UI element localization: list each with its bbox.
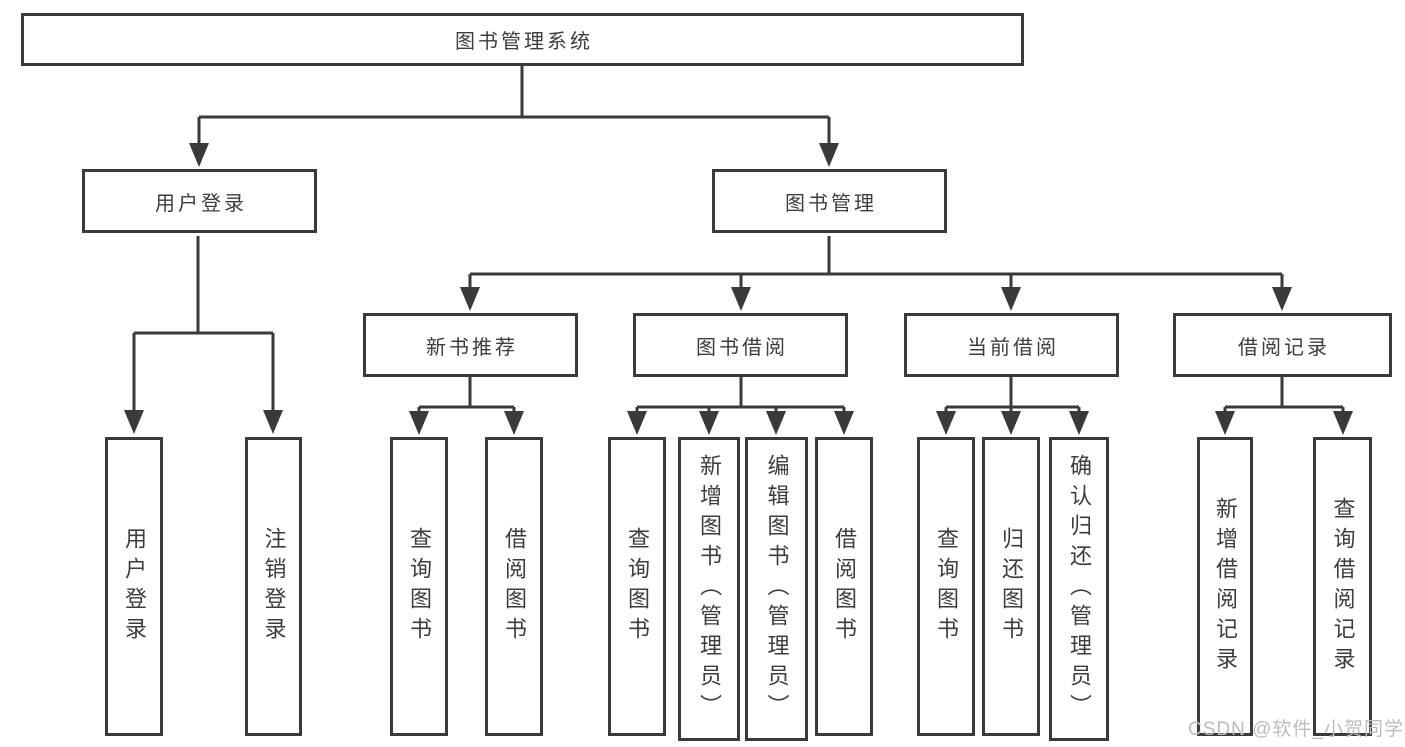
node-borrow-book: 借阅图书 [815, 437, 873, 736]
node-add-book-admin: 新增图书（管理员） [678, 437, 740, 741]
node-library-management-system: 图书管理系统 [21, 13, 1024, 66]
node-query-borrow-record: 查询借阅记录 [1313, 437, 1372, 736]
node-label: 归还图书 [999, 526, 1024, 647]
csdn-watermark: CSDN @软件_小贺同学 [1188, 719, 1404, 740]
connector-lines [132, 66, 1345, 418]
node-add-borrow-record: 新增借阅记录 [1197, 437, 1253, 736]
node-label: 查询图书 [625, 526, 650, 647]
node-query-books-recommend: 查询图书 [390, 437, 448, 736]
node-label: 用户登录 [122, 526, 147, 647]
node-label: 图书借阅 [696, 336, 788, 359]
node-book-management: 图书管理 [712, 169, 947, 233]
node-label: 借阅记录 [1238, 336, 1330, 359]
node-return-book: 归还图书 [982, 437, 1040, 736]
node-label: 查询借阅记录 [1330, 496, 1356, 677]
node-label: 查询图书 [407, 526, 432, 647]
node-label: 当前借阅 [967, 336, 1059, 359]
node-borrow-records: 借阅记录 [1173, 313, 1392, 377]
node-borrow-books-recommend: 借阅图书 [485, 437, 543, 736]
node-label: 查询图书 [934, 526, 959, 647]
node-book-borrowing: 图书借阅 [633, 313, 848, 377]
node-label: 注销登录 [261, 526, 287, 647]
node-label: 新增图书（管理员） [697, 454, 722, 724]
node-user-login: 用户登录 [105, 437, 163, 736]
node-logout: 注销登录 [245, 437, 302, 736]
node-query-books-borrow: 查询图书 [608, 437, 666, 736]
node-label: 借阅图书 [832, 526, 857, 647]
node-query-books-current: 查询图书 [917, 437, 975, 736]
node-label: 图书管理 [785, 192, 877, 215]
node-label: 确认归还（管理员） [1067, 454, 1092, 724]
node-label: 借阅图书 [502, 526, 527, 647]
node-confirm-return-admin: 确认归还（管理员） [1049, 437, 1109, 741]
node-label: 图书管理系统 [455, 31, 593, 53]
node-label: 编辑图书（管理员） [764, 454, 790, 724]
node-label: 用户登录 [155, 192, 247, 215]
node-current-borrowing: 当前借阅 [904, 313, 1119, 377]
node-edit-book-admin: 编辑图书（管理员） [745, 437, 808, 741]
node-new-book-recommend: 新书推荐 [363, 313, 578, 377]
node-label: 新增借阅记录 [1213, 496, 1238, 677]
node-user-login-group: 用户登录 [82, 169, 317, 233]
node-label: 新书推荐 [426, 336, 518, 359]
